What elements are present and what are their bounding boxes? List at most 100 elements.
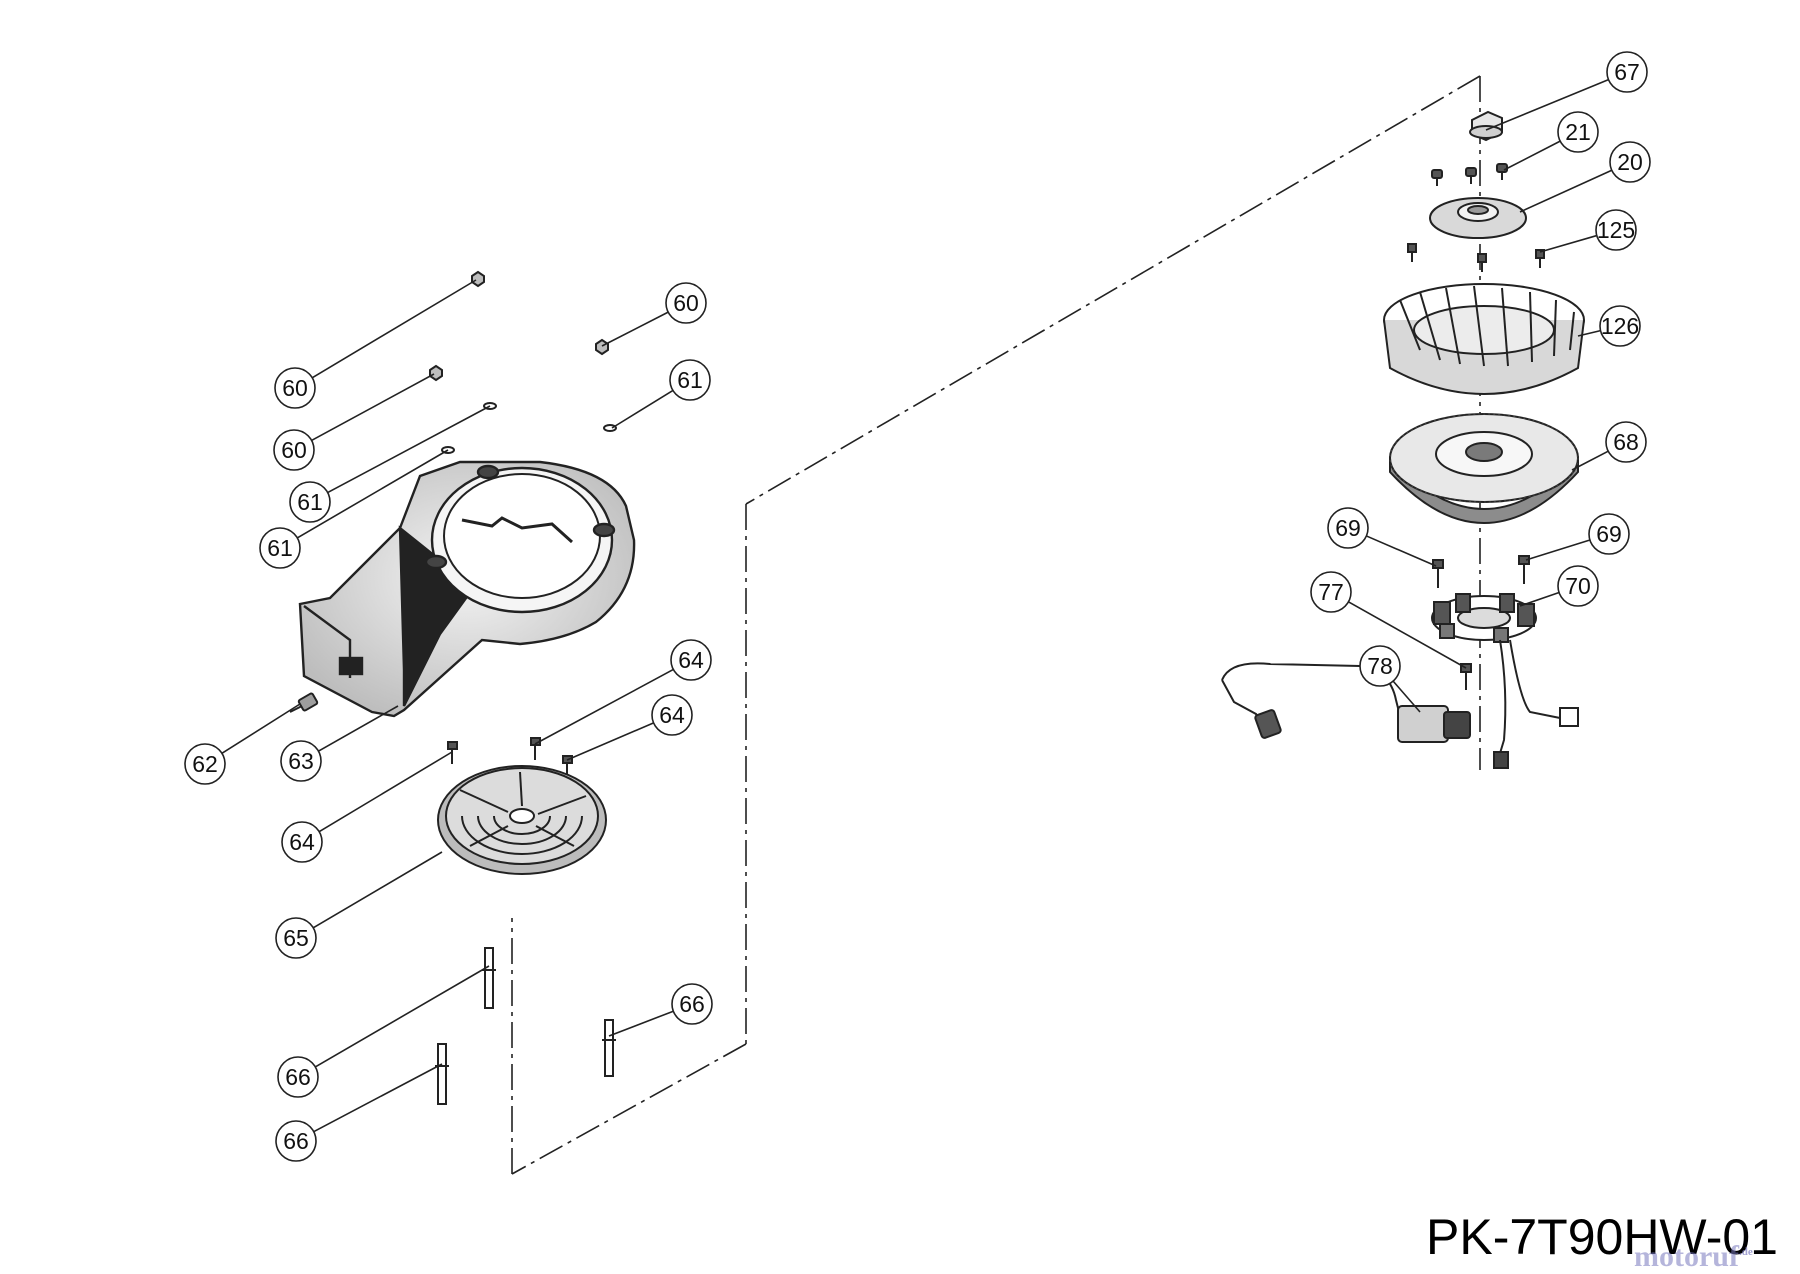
callout-label-63: 63 <box>288 748 314 774</box>
callout-leader-64 <box>566 722 654 761</box>
sensor-62-part <box>289 692 319 713</box>
callout-leader-61 <box>296 449 449 539</box>
callout-leader-60 <box>311 373 435 442</box>
nuts-60-part <box>429 270 609 382</box>
callout-leader-62 <box>221 703 301 754</box>
stator-part <box>1431 593 1537 643</box>
callout-bubble-65 <box>275 917 317 959</box>
callout-leader-69 <box>1525 539 1591 561</box>
callout-label-60: 60 <box>282 375 308 401</box>
callout-label-69: 69 <box>1596 521 1622 547</box>
callout-bubble-70 <box>1557 565 1599 607</box>
callout-bubble-66 <box>275 1120 317 1162</box>
washers-61-part <box>441 402 617 454</box>
callout-leader-20 <box>1519 169 1613 213</box>
callout-label-70: 70 <box>1565 573 1591 599</box>
callout-label-69: 69 <box>1335 515 1361 541</box>
callout-bubble-64 <box>281 821 323 863</box>
callout-label-126: 126 <box>1601 313 1639 339</box>
callout-label-60: 60 <box>281 437 307 463</box>
callout-leader-78 <box>1392 680 1421 713</box>
callout-leader-61 <box>611 389 674 429</box>
callout-label-61: 61 <box>267 535 293 561</box>
flange-nut-part <box>1469 110 1503 142</box>
callout-label-64: 64 <box>289 829 315 855</box>
callout-bubble-60 <box>274 367 316 409</box>
callout-bubble-69 <box>1327 507 1369 549</box>
callout-label-66: 66 <box>679 991 705 1017</box>
callout-label-62: 62 <box>192 751 218 777</box>
callout-leader-61 <box>327 405 491 494</box>
callout-bubble-20 <box>1609 141 1651 183</box>
callout-bubble-69 <box>1588 513 1630 555</box>
callout-bubble-61 <box>289 481 331 523</box>
callout-leader-66 <box>313 1063 443 1133</box>
callout-label-65: 65 <box>283 925 309 951</box>
cooling-fan-part <box>1383 283 1585 395</box>
grille-part <box>437 765 607 875</box>
callout-bubble-68 <box>1605 421 1647 463</box>
callout-leader-65 <box>312 851 443 929</box>
callout-label-77: 77 <box>1318 579 1344 605</box>
callout-leader-77 <box>1348 601 1467 669</box>
callout-bubble-61 <box>669 359 711 401</box>
callout-leader-126 <box>1577 329 1601 337</box>
callout-leader-63 <box>318 705 399 752</box>
ignition-coil-part <box>1221 639 1579 769</box>
callout-bubble-66 <box>671 983 713 1025</box>
callout-bubble-125 <box>1595 209 1637 251</box>
callout-bubble-60 <box>665 282 707 324</box>
callout-leader-21 <box>1503 140 1561 171</box>
watermark-logo: motoruf.de <box>1634 1240 1753 1274</box>
callout-bubble-67 <box>1606 51 1648 93</box>
callout-label-78: 78 <box>1367 653 1393 679</box>
callout-label-68: 68 <box>1613 429 1639 455</box>
callout-bubble-77 <box>1310 571 1352 613</box>
callout-bubble-21 <box>1557 111 1599 153</box>
callout-leader-66 <box>314 965 490 1068</box>
callout-leader-64 <box>318 751 453 833</box>
callout-leader-64 <box>534 668 674 745</box>
callout-leader-66 <box>608 1010 674 1037</box>
callout-leader-68 <box>1571 450 1609 471</box>
callout-bubble-63 <box>280 740 322 782</box>
callout-leader-67 <box>1485 78 1609 131</box>
callout-label-64: 64 <box>659 702 685 728</box>
drawing-code: PK-7T90HW-01 <box>1426 1209 1778 1265</box>
screws-69-part <box>1432 555 1530 588</box>
callout-bubble-126 <box>1599 305 1641 347</box>
studs-66-part <box>435 947 616 1105</box>
bolts-21-part <box>1431 163 1508 186</box>
watermark-suffix: .de <box>1738 1246 1753 1258</box>
watermark-text: motoruf <box>1634 1240 1739 1273</box>
callout-bubble-61 <box>259 527 301 569</box>
callout-leader-60 <box>601 311 669 347</box>
hub-plate-part <box>1429 197 1527 239</box>
callout-bubble-78 <box>1359 645 1401 687</box>
callout-bubble-66 <box>277 1056 319 1098</box>
callout-label-20: 20 <box>1617 149 1643 175</box>
callout-leader-69 <box>1366 535 1437 567</box>
callout-leader-125 <box>1539 234 1598 253</box>
flywheel-part <box>1389 413 1579 524</box>
callout-label-21: 21 <box>1565 119 1591 145</box>
callout-bubble-64 <box>670 639 712 681</box>
callout-bubble-64 <box>651 694 693 736</box>
callout-label-60: 60 <box>673 290 699 316</box>
blower-housing-part <box>298 460 636 718</box>
assembly-phantom-line <box>511 75 1481 1175</box>
callout-label-64: 64 <box>678 647 704 673</box>
callout-leader-70 <box>1519 591 1560 607</box>
callout-label-61: 61 <box>297 489 323 515</box>
callout-label-66: 66 <box>285 1064 311 1090</box>
callout-label-61: 61 <box>677 367 703 393</box>
screws-125-part <box>1407 243 1545 272</box>
callout-bubble-62 <box>184 743 226 785</box>
callout-leader-60 <box>311 279 477 379</box>
callout-label-66: 66 <box>283 1128 309 1154</box>
callout-label-125: 125 <box>1597 217 1635 243</box>
callout-label-67: 67 <box>1614 59 1640 85</box>
callout-bubble-60 <box>273 429 315 471</box>
